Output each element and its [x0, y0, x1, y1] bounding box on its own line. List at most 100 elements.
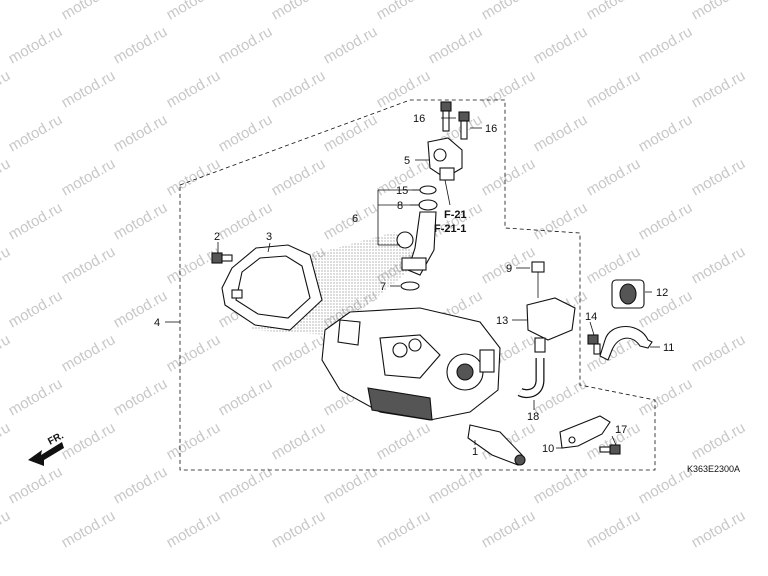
watermark-text: motod.ru	[59, 419, 119, 463]
watermark-text: motod.ru	[111, 463, 171, 507]
diagram-code: K363E2300A	[687, 464, 740, 474]
callout-5: 5	[404, 155, 410, 167]
part-7-o-ring	[400, 281, 420, 291]
watermark-text: motod.ru	[426, 23, 486, 67]
reference-f21-1: F-21-1	[434, 223, 466, 235]
watermark-text: motod.ru	[269, 331, 329, 375]
callout-2: 2	[214, 231, 220, 243]
watermark-text: motod.ru	[584, 155, 644, 199]
watermark-text: motod.ru	[321, 23, 381, 67]
watermark-text: motod.ru	[0, 507, 13, 551]
watermark-text: motod.ru	[111, 199, 171, 243]
part-16-bolt-a	[440, 101, 452, 132]
watermark-text: motod.ru	[59, 243, 119, 287]
watermark-text: motod.ru	[689, 331, 749, 375]
part-10-bracket	[559, 415, 611, 449]
callout-16b: 16	[485, 123, 497, 135]
part-14-bolt	[587, 334, 601, 355]
watermark-text: motod.ru	[689, 155, 749, 199]
watermark-text: motod.ru	[6, 375, 66, 419]
watermark-text: motod.ru	[0, 155, 13, 199]
watermark-text: motod.ru	[689, 243, 749, 287]
part-12-grommet	[611, 279, 645, 309]
watermark-text: motod.ru	[164, 331, 224, 375]
watermark-text: motod.ru	[164, 0, 224, 23]
watermark-text: motod.ru	[111, 375, 171, 419]
watermark-text: motod.ru	[531, 111, 591, 155]
watermark-text: motod.ru	[531, 463, 591, 507]
watermark-text: motod.ru	[164, 155, 224, 199]
watermark-text: motod.ru	[636, 199, 696, 243]
watermark-text: motod.ru	[0, 243, 13, 287]
watermark-text: motod.ru	[321, 463, 381, 507]
callout-3: 3	[266, 231, 272, 243]
part-9-bolt	[531, 261, 545, 298]
watermark-text: motod.ru	[689, 67, 749, 111]
watermark-text: motod.ru	[164, 67, 224, 111]
callout-4: 4	[154, 317, 160, 329]
reference-f21: F-21	[444, 209, 467, 221]
callout-12: 12	[656, 287, 668, 299]
watermark-text: motod.ru	[269, 0, 329, 23]
callouts: 1 2 3 4 5 6 7 8 9 10 11 12 13 14 15 16 1…	[154, 113, 674, 458]
callout-10: 10	[542, 443, 554, 455]
callout-7: 7	[380, 281, 386, 293]
throttle-body	[321, 307, 501, 421]
watermark-text: motod.ru	[479, 507, 539, 551]
callout-15: 15	[396, 185, 408, 197]
watermark-text: motod.ru	[111, 23, 171, 67]
watermark-text: motod.ru	[0, 67, 13, 111]
part-8-seal	[418, 199, 438, 211]
watermark-text: motod.ru	[689, 0, 749, 23]
callout-1: 1	[472, 446, 478, 458]
watermark-text: motod.ru	[59, 67, 119, 111]
part-1-sensor	[467, 424, 526, 466]
watermark-text: motod.ru	[164, 507, 224, 551]
callout-16a: 16	[413, 113, 425, 125]
watermark-text: motod.ru	[374, 507, 434, 551]
watermark-text: motod.ru	[374, 419, 434, 463]
watermark-text: motod.ru	[689, 419, 749, 463]
callout-14: 14	[585, 311, 597, 323]
part-3-cover	[221, 244, 323, 331]
callout-9: 9	[506, 263, 512, 275]
watermark-text: motod.ru	[6, 287, 66, 331]
watermark-text: motod.ru	[689, 507, 749, 551]
part-17-bolt	[599, 444, 621, 455]
watermark-text: motod.ru	[111, 287, 171, 331]
watermark-text: motod.ru	[479, 67, 539, 111]
watermark-text: motod.ru	[269, 507, 329, 551]
watermark-text: motod.ru	[59, 507, 119, 551]
watermark-text: motod.ru	[584, 507, 644, 551]
watermark-text: motod.ru	[164, 243, 224, 287]
watermark-text: motod.ru	[216, 375, 276, 419]
watermark-text: motod.ru	[374, 0, 434, 23]
assembly-boundary	[179, 99, 656, 471]
watermark-text: motod.ru	[216, 23, 276, 67]
watermark-text: motod.ru	[6, 23, 66, 67]
callout-17: 17	[615, 424, 627, 436]
watermark-text: motod.ru	[164, 419, 224, 463]
watermark-text: motod.ru	[111, 111, 171, 155]
callout-8: 8	[397, 200, 403, 212]
watermark-text: motod.ru	[321, 199, 381, 243]
part-5-fuel-connector	[427, 137, 463, 181]
watermark-text: motod.ru	[216, 463, 276, 507]
callout-13: 13	[496, 315, 508, 327]
watermark-text: motod.ru	[269, 67, 329, 111]
watermark-text: motod.ru	[0, 0, 13, 23]
part-13-map-sensor	[526, 297, 576, 353]
watermark-text: motod.ru	[6, 463, 66, 507]
leader-lines	[165, 117, 660, 449]
watermark-text: motod.ru	[479, 155, 539, 199]
watermark-text: motod.ru	[636, 375, 696, 419]
watermark-text: motod.ru	[0, 331, 13, 375]
part-2-bolt	[211, 252, 233, 264]
watermark-text: motod.ru	[59, 155, 119, 199]
front-arrow: FR.	[28, 430, 66, 466]
watermark-text: motod.ru	[0, 419, 13, 463]
callout-11: 11	[663, 342, 674, 354]
watermark-text: motod.ru	[269, 155, 329, 199]
part-18-hose-inner	[518, 358, 544, 397]
